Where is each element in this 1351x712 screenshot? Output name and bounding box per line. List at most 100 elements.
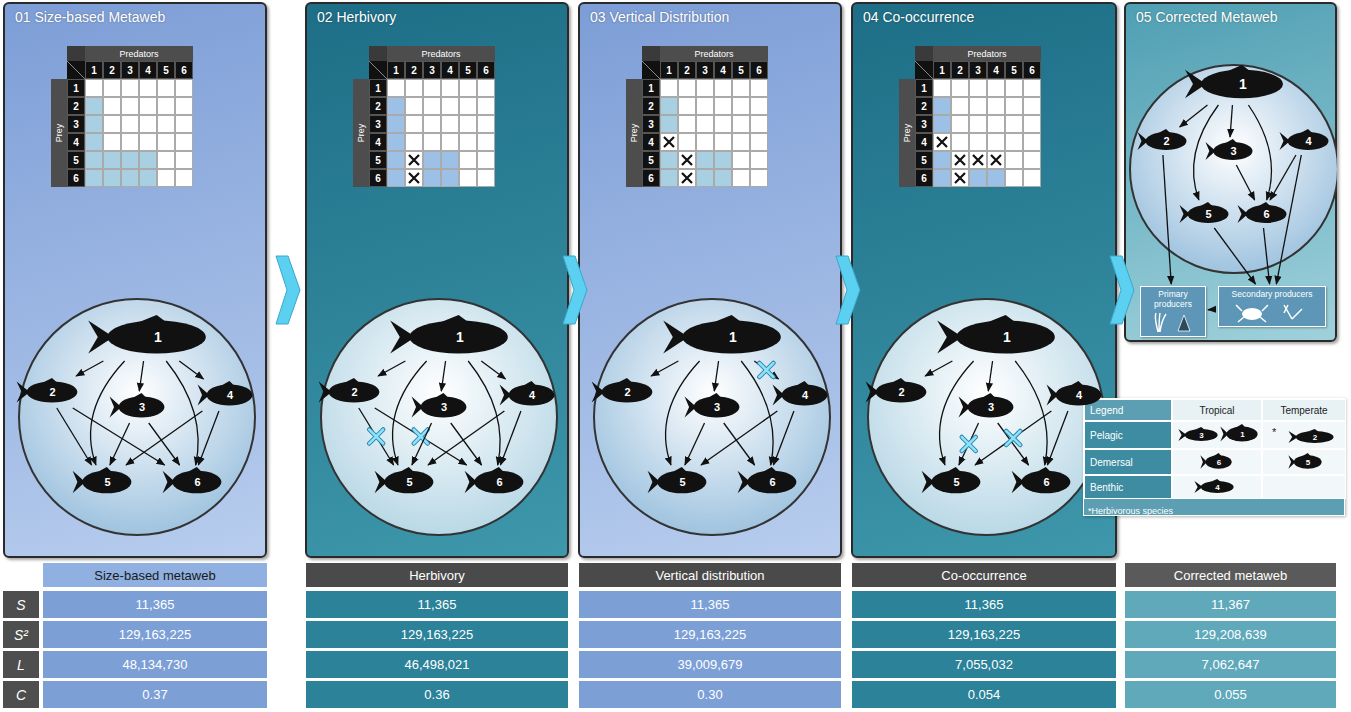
matrix-index: 4 (720, 65, 726, 76)
matrix-cell (139, 151, 157, 169)
removed-link-mark (369, 430, 383, 444)
matrix-heading: Prey (356, 124, 366, 143)
matrix-cell (696, 79, 714, 97)
cross-mark (682, 173, 692, 183)
matrix-cell (732, 169, 750, 187)
matrix-index: 4 (73, 137, 79, 148)
matrix-header: Prey (626, 79, 642, 187)
table-cell: 129,163,225 (42, 620, 268, 649)
feeding-link (359, 408, 394, 465)
matrix-heading: Predators (967, 49, 1006, 59)
fish-number: 3 (1199, 431, 1203, 440)
matrix-header-cell: 2 (678, 61, 696, 79)
fish-node: 5 (374, 467, 434, 497)
table-cell: 0.36 (305, 680, 569, 709)
matrix-cell (987, 79, 1005, 97)
table-cell: 11,365 (578, 590, 842, 619)
feeding-link (724, 423, 755, 465)
table-cell: 11,365 (305, 590, 569, 619)
cross-mark (952, 170, 968, 186)
table-heading: Size-based metaweb (94, 568, 215, 583)
panel-title-wrap: 05 Corrected Metaweb (1136, 9, 1286, 26)
table-heading: Vertical distribution (655, 568, 764, 583)
fish-body (1296, 431, 1334, 443)
fish-silhouette (1237, 202, 1287, 226)
matrix-header-cell: 6 (750, 61, 768, 79)
legend-fish: 3 (1178, 427, 1218, 443)
feeding-link (198, 411, 218, 465)
legend-box: LegendTropicalTemperatePelagic31*2Demers… (1083, 398, 1345, 516)
matrix-cell (405, 169, 423, 187)
feeding-link (1208, 309, 1216, 311)
table-value: 11,365 (965, 597, 1004, 612)
table-value: 11,367 (1211, 597, 1250, 612)
table-heading: Herbivory (409, 568, 465, 583)
row-label: S² (14, 627, 28, 643)
matrix-corner (369, 61, 387, 79)
matrix-header: Predators (85, 46, 193, 61)
removed-link-mark (1006, 431, 1020, 445)
matrix-index: 4 (921, 137, 927, 148)
feeding-link (500, 411, 520, 465)
matrix-cell (678, 151, 696, 169)
matrix-header-cell: 3 (423, 61, 441, 79)
matrix-cell (732, 97, 750, 115)
fish-body (1188, 205, 1229, 223)
matrix-cell (696, 97, 714, 115)
fish-number: 5 (406, 476, 412, 488)
matrix-corner (369, 46, 387, 61)
fish-number: 5 (953, 476, 959, 488)
matrix-index: 6 (483, 65, 489, 76)
legend-cell: Legend (1084, 399, 1172, 421)
fish-silhouette (737, 467, 797, 497)
table-cell: 11,365 (42, 590, 268, 619)
table-cell: 46,498,021 (305, 650, 569, 679)
feeding-link (940, 361, 974, 465)
matrix-cell (714, 151, 732, 169)
matrix-heading: Prey (629, 124, 639, 143)
panel-title-wrap: 01 Size-based Metaweb (15, 9, 185, 26)
fish-body (207, 385, 253, 406)
matrix-cell (933, 133, 951, 151)
matrix-cell (459, 79, 477, 97)
fish-silhouette (464, 467, 524, 497)
matrix-cell (387, 169, 405, 187)
matrix-cell (969, 169, 987, 187)
fish-body (1201, 481, 1234, 493)
fish-body (474, 471, 523, 494)
matrix-cell (660, 79, 678, 97)
matrix-cell (660, 151, 678, 169)
feeding-link (1194, 105, 1219, 200)
fish-body (1021, 471, 1070, 494)
legend-cell (1262, 475, 1346, 499)
fish-silhouette (865, 378, 927, 406)
fish-silhouette (1288, 429, 1334, 445)
matrix-cell (951, 133, 969, 151)
cross-mark (406, 152, 422, 168)
matrix-index: 2 (109, 65, 115, 76)
feeding-link (988, 361, 992, 391)
table-value: 11,365 (136, 597, 175, 612)
matrix-index: 6 (756, 65, 762, 76)
matrix-header-cell: 1 (915, 79, 933, 97)
fish-node: 2 (1137, 129, 1187, 153)
matrix-cell (1023, 79, 1041, 97)
fish-body (782, 385, 828, 406)
producer-label: Secondary producers (1222, 289, 1322, 299)
matrix-cell (139, 115, 157, 133)
matrix-cell (678, 115, 696, 133)
matrix-header-cell: 6 (175, 61, 193, 79)
matrix-cell (175, 169, 193, 187)
row-label: L (17, 657, 25, 673)
table-cell: 48,134,730 (42, 650, 268, 679)
fish-number: 2 (898, 386, 904, 398)
fish-number: 2 (1313, 433, 1317, 442)
fish-number: 4 (1215, 483, 1219, 492)
matrix-cell (405, 97, 423, 115)
algae-icon (1155, 313, 1166, 332)
matrix-index: 5 (163, 65, 169, 76)
matrix-index: 2 (684, 65, 690, 76)
matrix-cell (405, 151, 423, 169)
matrix-cell (951, 151, 969, 169)
fish-number: 2 (1163, 135, 1169, 147)
